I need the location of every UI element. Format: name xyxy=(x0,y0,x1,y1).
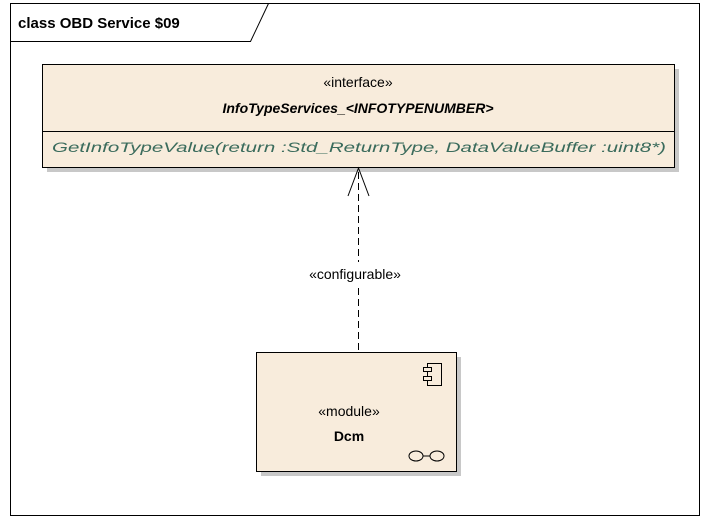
component-icon xyxy=(423,363,442,386)
module-dcm[interactable]: «module» Dcm xyxy=(256,352,462,477)
interface-infotypeservices[interactable]: «interface» InfoTypeServices_<INFOTYPENU… xyxy=(42,64,680,173)
frame-title-tab xyxy=(10,3,269,42)
interface-name: InfoTypeServices_<INFOTYPENUMBER> xyxy=(222,100,493,116)
assembly-ports-icon xyxy=(408,450,445,462)
module-name: Dcm xyxy=(334,428,364,444)
module-box xyxy=(256,352,457,472)
dependency-stereotype: «configurable» xyxy=(309,266,401,282)
frame-title: class OBD Service $09 xyxy=(18,15,180,32)
configurable-dependency[interactable]: «configurable» xyxy=(309,166,401,352)
interface-stereotype: «interface» xyxy=(323,74,392,90)
interface-box xyxy=(42,64,675,168)
module-stereotype: «module» xyxy=(318,403,380,419)
interface-operation[interactable]: GetInfoTypeValue(return :Std_ReturnType,… xyxy=(52,140,666,155)
dependency-arrowhead xyxy=(347,166,370,197)
